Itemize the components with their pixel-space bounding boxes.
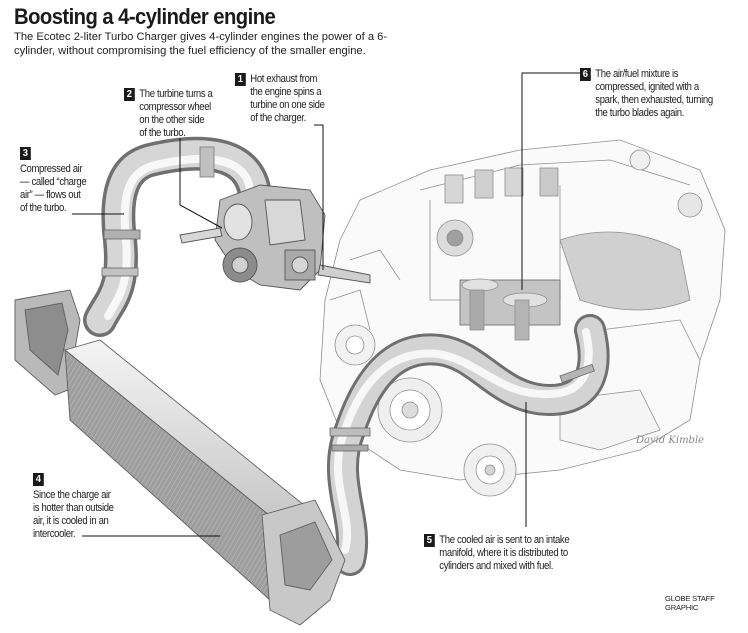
callout-number-badge: 5 — [424, 534, 435, 547]
callout-text-line: is hotter than outside — [33, 502, 114, 514]
callout-text-line: the turbo blades again. — [595, 107, 685, 119]
callout-text-line: — called “charge — [20, 176, 87, 188]
leader-line-1 — [314, 124, 324, 270]
callout-text-line: The air/fuel mixture is — [595, 68, 679, 80]
page-subtitle: The Ecotec 2-liter Turbo Charger gives 4… — [14, 31, 388, 57]
callout-text-line: cylinders and mixed with fuel. — [439, 560, 554, 572]
page-title: Boosting a 4-cylinder engine — [14, 4, 276, 29]
callout-text-line: compressor wheel — [139, 101, 211, 113]
callout-text-line: of the turbo. — [20, 202, 67, 214]
callout-text-line: Hot exhaust from — [250, 73, 318, 85]
callout-text-line: of the turbo. — [139, 127, 186, 139]
callout-text-line: of the charger. — [250, 112, 306, 124]
callout-text-line: Since the charge air — [33, 489, 111, 501]
turbocharger — [179, 184, 371, 291]
callout-number-badge: 2 — [124, 88, 135, 101]
callout-number-badge: 1 — [235, 73, 246, 86]
engine-block — [319, 139, 726, 497]
callout-text-line: manifold, where it is distributed to — [439, 547, 568, 559]
leader-line-2 — [179, 138, 223, 229]
callout-text-line: spark, then exhausted, turning — [595, 94, 713, 106]
callout-text-line: The turbine turns a — [139, 88, 213, 100]
artist-signature: David Kimble — [636, 435, 705, 446]
charge-air-pipe — [83, 136, 272, 337]
callout-text-line: the engine spins a — [250, 86, 322, 98]
callout-text-line: air” — flows out — [20, 189, 81, 201]
intercooler — [14, 289, 346, 626]
callout-number-badge: 6 — [580, 68, 591, 81]
callout-text-line: compressed, ignited with a — [595, 81, 699, 93]
callout-text-line: on the other side — [139, 114, 205, 126]
callout-number-badge: 4 — [33, 473, 44, 486]
intake-pipe — [327, 314, 610, 576]
leader-line-6 — [521, 72, 581, 290]
callout-text-line: Compressed air — [20, 163, 83, 175]
graphic-credit: GLOBE STAFF GRAPHIC — [665, 594, 715, 612]
callout-text-line: turbine on one side — [250, 99, 325, 111]
callout-text-line: The cooled air is sent to an intake — [439, 534, 570, 546]
callout-text-line: intercooler. — [33, 528, 76, 540]
callout-text-line: air, it is cooled in an — [33, 515, 109, 527]
callout-number-badge: 3 — [20, 147, 31, 160]
